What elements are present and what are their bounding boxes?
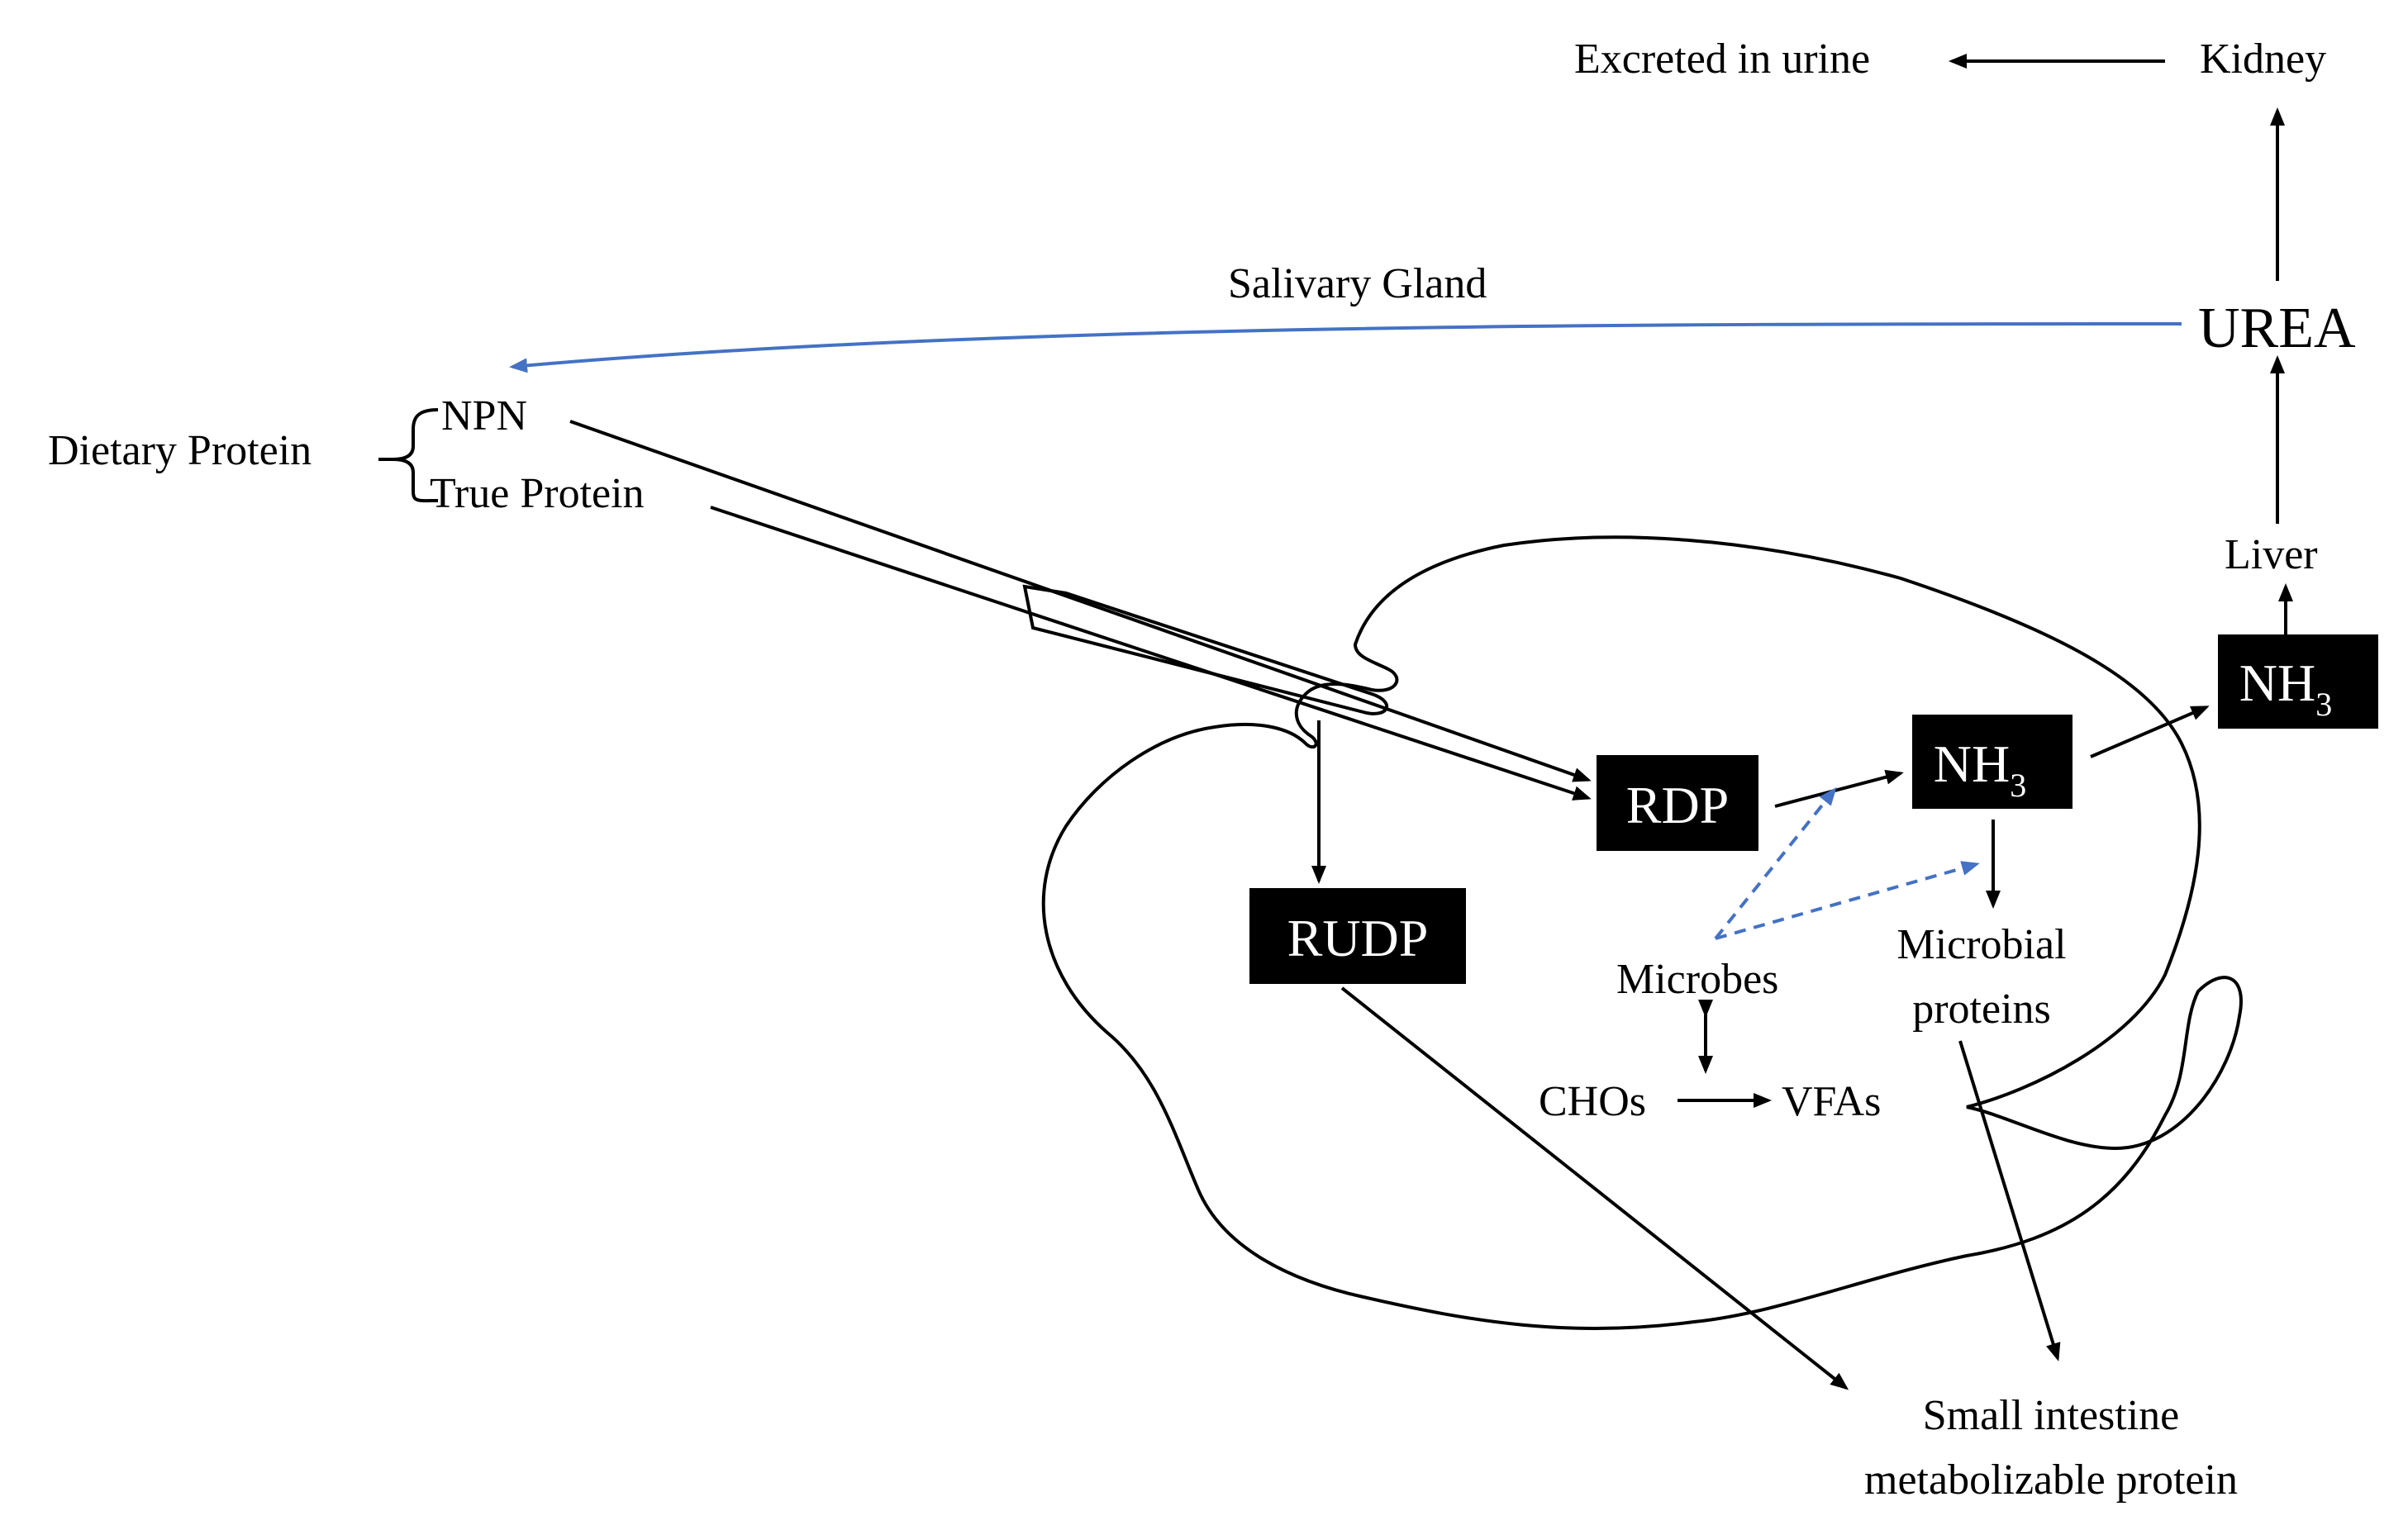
chos-label: CHOs — [1539, 1078, 1646, 1125]
arrow-microbes-to-rdp-nh3 — [1714, 786, 1837, 940]
arrow-rdp-to-nh3 — [1774, 769, 1904, 808]
salivary-label: Salivary Gland — [1228, 260, 1487, 307]
arrow-nh3-to-nh3 — [2090, 706, 2210, 758]
microbial-line2: proteins — [1912, 986, 2051, 1033]
arrow-microbes-to-nh3-microbial — [1715, 861, 1980, 940]
liver-label: Liver — [2225, 531, 2318, 578]
rudp-label: RUDP — [1287, 909, 1429, 967]
nh3-liver-box — [2218, 634, 2378, 729]
excreted-label: Excreted in urine — [1574, 36, 1870, 83]
true-protein-label: True Protein — [430, 470, 645, 517]
rdp-label: RDP — [1626, 776, 1730, 834]
npn-label: NPN — [441, 392, 527, 440]
nh3-rumen-box — [1912, 715, 2072, 809]
nh3-liver-label: NH3 — [2239, 653, 2332, 723]
arrow-urea-to-npn — [509, 322, 2182, 373]
microbes-label: Microbes — [1616, 956, 1778, 1003]
kidney-label: Kidney — [2200, 36, 2326, 83]
urea-label: UREA — [2198, 297, 2356, 360]
rdp-box — [1597, 755, 1758, 851]
nh3-rumen-label: NH3 — [1934, 734, 2026, 804]
arrow-microbial-to-small-intestine — [1958, 1040, 2061, 1361]
vfas-label: VFAs — [1782, 1078, 1881, 1125]
arrow-rudp-to-small-intestine — [1340, 986, 1849, 1390]
arrow-true-protein-to-rdp — [710, 506, 1592, 801]
microbial-line1: Microbial — [1896, 921, 2066, 968]
small-intestine-line1: Small intestine — [1923, 1392, 2180, 1439]
dietary-label: Dietary Protein — [48, 427, 312, 474]
esophagus-tube — [1022, 584, 1389, 715]
small-intestine-line2: metabolizable protein — [1864, 1456, 2238, 1504]
arrow-npn-to-rdp — [569, 420, 1592, 782]
rudp-box — [1249, 888, 1466, 984]
